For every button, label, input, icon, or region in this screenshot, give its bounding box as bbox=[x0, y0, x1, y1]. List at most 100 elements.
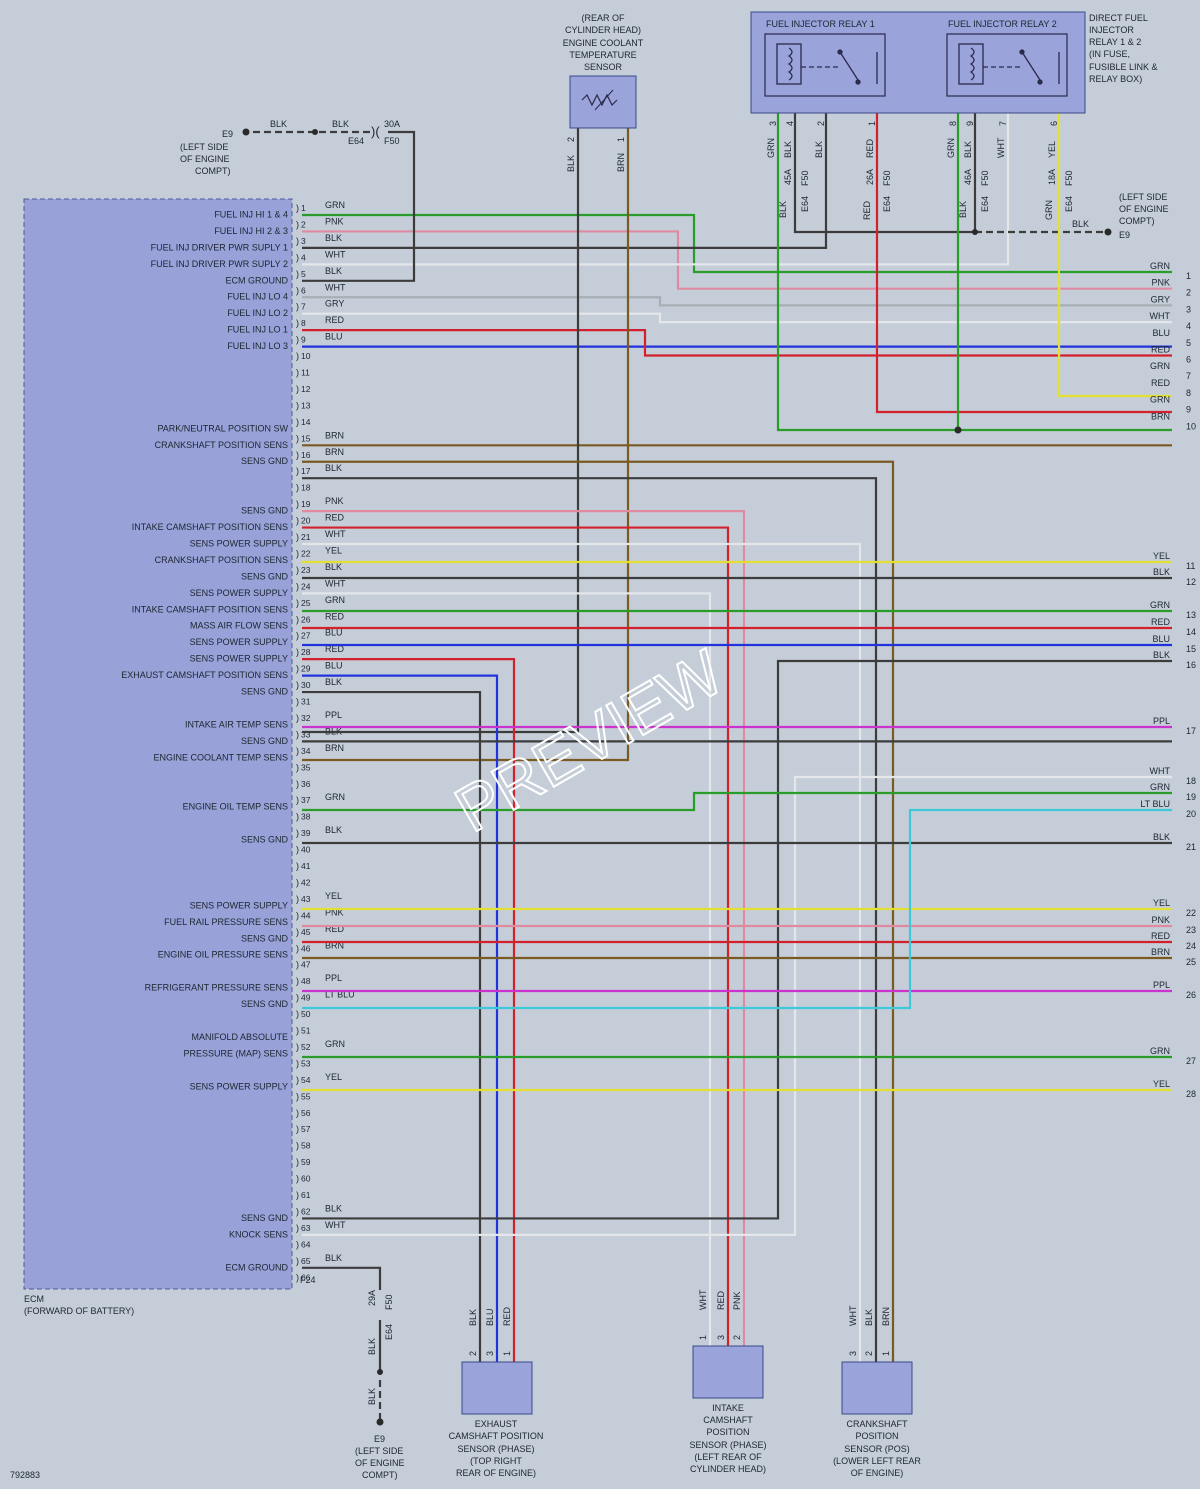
svg-text:46A: 46A bbox=[963, 169, 973, 185]
sensor-pin-number: 2 bbox=[732, 1335, 742, 1340]
ecm-pin-number: 55 bbox=[301, 1091, 311, 1101]
sensor-pin-number: 1 bbox=[881, 1351, 891, 1356]
svg-text:POSITION: POSITION bbox=[706, 1427, 749, 1437]
ecm-pin-number: 11 bbox=[301, 368, 310, 378]
right-wire-code: RED bbox=[1151, 378, 1171, 388]
relay1-coil-switch bbox=[776, 43, 878, 85]
ecm-pin-number: 66 bbox=[301, 1272, 311, 1282]
ecm-title: ECM bbox=[24, 1294, 44, 1304]
ecm-pin-number: 51 bbox=[301, 1026, 311, 1036]
right-wire-code: BRN bbox=[1151, 411, 1170, 421]
ecm-pin-number: 2 bbox=[301, 219, 306, 229]
svg-text:): ) bbox=[296, 779, 299, 789]
right-output-number: 23 bbox=[1186, 925, 1196, 935]
ecm-pin-number: 22 bbox=[301, 548, 311, 558]
svg-text:E64: E64 bbox=[1064, 196, 1074, 212]
wire-pnk bbox=[302, 230, 1172, 290]
ecm-wire-code: BRN bbox=[325, 430, 344, 440]
wire-grn bbox=[776, 113, 1172, 432]
ecm-wire-code: GRN bbox=[325, 1039, 345, 1049]
ecm-pin-label: ECM GROUND bbox=[226, 1262, 289, 1272]
ecm-wire-code: BLK bbox=[325, 825, 342, 835]
right-output-number: 10 bbox=[1186, 421, 1196, 431]
ecm-wire-code: BLK bbox=[325, 463, 342, 473]
ecm-pin-number: 39 bbox=[301, 828, 311, 838]
relay-wire-code: GRN bbox=[766, 138, 776, 158]
sensor-wire-code: WHT bbox=[698, 1289, 708, 1310]
right-wire-code: GRN bbox=[1150, 395, 1170, 405]
svg-text:E64: E64 bbox=[882, 196, 892, 212]
ecm-wire-code: LT BLU bbox=[325, 990, 355, 1000]
ecm-pin-number: 60 bbox=[301, 1174, 311, 1184]
svg-text:30A: 30A bbox=[384, 119, 400, 129]
sensor-pin-number: 2 bbox=[566, 137, 576, 142]
ecm-pin-label: ENGINE OIL TEMP SENS bbox=[183, 802, 288, 812]
ecm-pin-number: 33 bbox=[301, 729, 311, 739]
sensor-pin-number: 3 bbox=[485, 1351, 495, 1356]
wire-wht bbox=[302, 775, 1172, 1237]
svg-text:): ) bbox=[296, 236, 299, 246]
right-wire-code: GRN bbox=[1150, 261, 1170, 271]
ecm-pin-number: 26 bbox=[301, 614, 311, 624]
sensor-wire-code: BRN bbox=[881, 1307, 891, 1326]
wire-gry bbox=[302, 296, 1172, 307]
svg-text:COMPT): COMPT) bbox=[1119, 216, 1155, 226]
ground-top-left: E9 (LEFT SIDE OF ENGINE COMPT) BLK BLK 3… bbox=[180, 119, 400, 176]
svg-text:): ) bbox=[296, 910, 299, 920]
ecm-pin-number: 45 bbox=[301, 927, 311, 937]
relay1-housing bbox=[764, 33, 886, 97]
ecm-wire-code: BLK bbox=[325, 266, 342, 276]
splice-point-icon bbox=[312, 129, 318, 135]
right-output-number: 9 bbox=[1186, 405, 1191, 415]
ecm-pin-label: ENGINE COOLANT TEMP SENS bbox=[153, 752, 288, 762]
ecm-pin-label: FUEL INJ LO 2 bbox=[227, 308, 288, 318]
svg-text:): ) bbox=[296, 746, 299, 756]
right-output-number: 3 bbox=[1186, 304, 1191, 314]
right-output-number: 14 bbox=[1186, 627, 1196, 637]
ecm-pin-label: ECM GROUND bbox=[226, 275, 289, 285]
ecm-wire-code: BLK bbox=[325, 233, 342, 243]
right-wire-code: GRN bbox=[1150, 361, 1170, 371]
ecm-wire-code: BLK bbox=[325, 677, 342, 687]
svg-text:): ) bbox=[296, 631, 299, 641]
svg-text:): ) bbox=[296, 812, 299, 822]
ecm-pin-number: 44 bbox=[301, 910, 311, 920]
wire-grn bbox=[302, 213, 1172, 274]
svg-text:CYLINDER HEAD): CYLINDER HEAD) bbox=[565, 25, 641, 35]
ecm-pin-number: 53 bbox=[301, 1058, 311, 1068]
wire-grn bbox=[302, 791, 1172, 812]
svg-text:F50: F50 bbox=[800, 170, 810, 186]
ecm-pin-number: 28 bbox=[301, 647, 311, 657]
right-output-number: 26 bbox=[1186, 990, 1196, 1000]
ecm-module bbox=[23, 198, 293, 1290]
right-wire-code: BLU bbox=[1152, 634, 1170, 644]
ground-bottom: E9 (LEFT SIDE OF ENGINE COMPT) BLK BLK 2… bbox=[355, 1290, 405, 1480]
ecm-pin-number: 57 bbox=[301, 1124, 311, 1134]
ecm-pin-number: 46 bbox=[301, 943, 311, 953]
svg-text:CYLINDER HEAD): CYLINDER HEAD) bbox=[690, 1464, 766, 1474]
svg-text:): ) bbox=[296, 713, 299, 723]
right-wire-code: PNK bbox=[1151, 915, 1170, 925]
ecm-pin-label: CRANKSHAFT POSITION SENS bbox=[155, 555, 288, 565]
ecm-pin-number: 20 bbox=[301, 516, 311, 526]
relay-wire-code: GRN bbox=[946, 138, 956, 158]
wire-blk bbox=[302, 113, 828, 249]
ecm-wire-code: RED bbox=[325, 611, 345, 621]
ecm-wire-code: PNK bbox=[325, 216, 344, 226]
right-output-number: 7 bbox=[1186, 371, 1191, 381]
svg-text:E64: E64 bbox=[800, 196, 810, 212]
svg-text:COMPT): COMPT) bbox=[195, 166, 231, 176]
wire-lt-blu bbox=[302, 808, 1172, 1010]
wire-blk bbox=[302, 1266, 382, 1290]
svg-text:): ) bbox=[296, 598, 299, 608]
wire-wht bbox=[302, 312, 1172, 324]
ecm-pin-number: 50 bbox=[301, 1009, 311, 1019]
ecm-wire-code: WHT bbox=[325, 578, 346, 588]
right-output-number: 4 bbox=[1186, 321, 1191, 331]
svg-text:OF ENGINE: OF ENGINE bbox=[355, 1458, 405, 1468]
wire-blk bbox=[302, 128, 580, 734]
relay-pin-number: 3 bbox=[768, 121, 778, 126]
svg-text:): ) bbox=[296, 483, 299, 493]
svg-text:29A: 29A bbox=[367, 1290, 377, 1306]
svg-text:): ) bbox=[296, 499, 299, 509]
